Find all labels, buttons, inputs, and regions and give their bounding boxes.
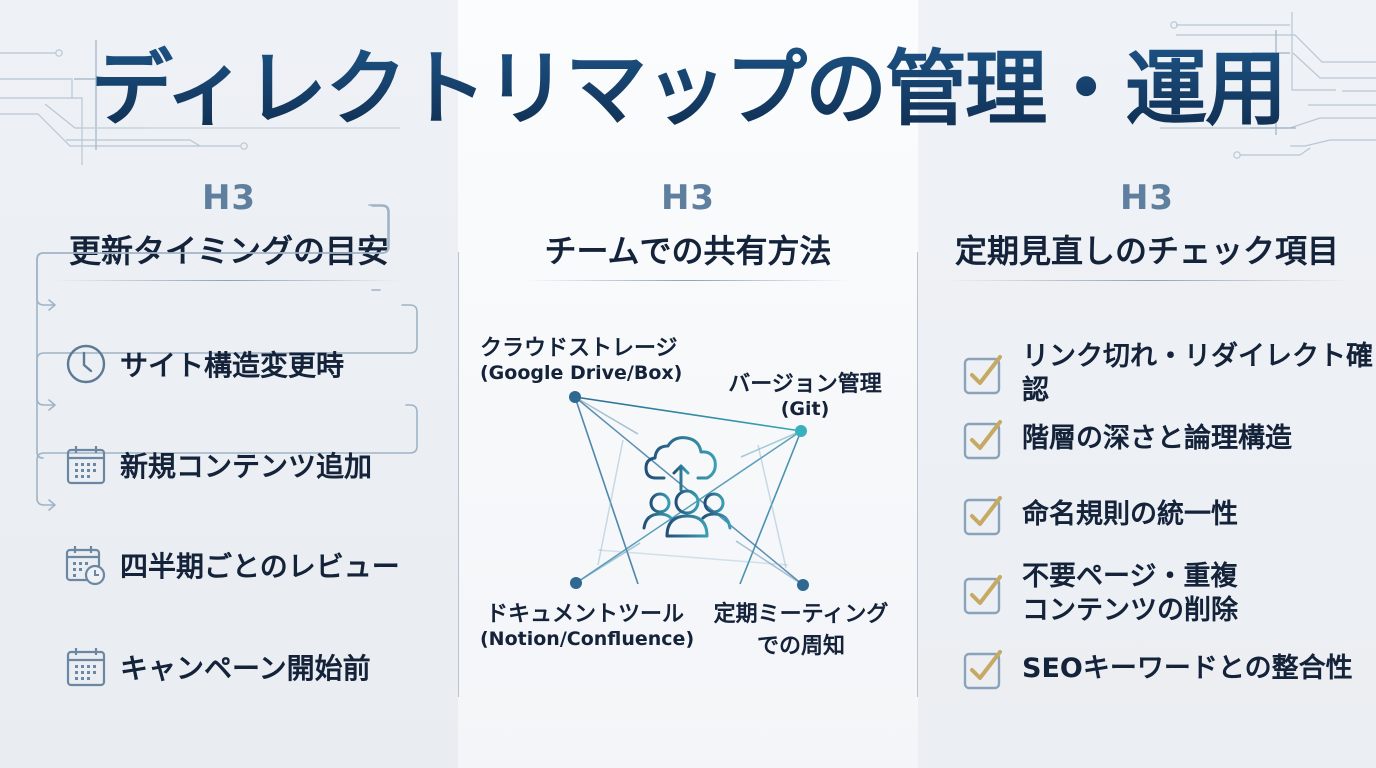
checklist-item-label: SEOキーワードとの整合性 [1022,653,1353,684]
column-divider [917,252,918,697]
calendar-icon [64,645,108,689]
periodic-review-section: H3 定期見直しのチェック項目 リンク切れ・リダイレクト確認 階層の深さと論理構… [918,170,1376,768]
timeline-item: 新規コンテンツ追加 [64,443,372,487]
cloud-upload-team-icon [642,436,732,538]
checkbox-checked-icon [963,496,1002,536]
section-title: チームでの共有方法 [544,232,832,270]
section-rule [56,280,400,281]
calendar-icon [64,443,108,487]
section-h3-label: H3 [660,178,716,218]
page-title: ディレクトリマップの管理・運用 [0,40,1376,140]
checklist-item: 命名規則の統一性 [962,492,1238,538]
sharing-network-diagram [569,391,809,591]
checklist-item: 階層の深さと論理構造 [962,416,1292,462]
network-node-regular-meeting: 定期ミーティング での周知 [713,602,889,659]
section-rule [948,280,1348,281]
checkbox-checked-icon [963,355,1002,395]
checklist-item-label: 不要ページ・重複 コンテンツの削除 [1022,561,1238,626]
clock-icon [64,342,108,386]
section-h3-label: H3 [1119,178,1175,218]
checkbox-checked-icon [963,575,1002,615]
timeline-item-label: サイト構造変更時 [120,349,345,382]
checklist-item: リンク切れ・リダイレクト確認 [962,340,1376,408]
timeline-item-label: キャンペーン開始前 [120,652,371,685]
timeline-item: サイト構造変更時 [64,342,344,386]
timeline-connector [36,204,418,511]
section-title: 更新タイミングの目安 [68,232,389,270]
network-node-version-control: バージョン管理 (Git) [728,372,882,420]
update-timing-section: H3 更新タイミングの目安 サイト構造変更時 新規コンテンツ追加 [0,170,458,768]
timeline-item-label: 新規コンテンツ追加 [120,450,373,483]
checklist-item-label: 命名規則の統一性 [1022,499,1238,530]
timeline-item-label: 四半期ごとのレビュー [120,550,400,583]
timeline-item: 四半期ごとのレビュー [64,543,400,587]
network-node-documentation-tool: ドキュメントツール (Notion/Confluence) [480,602,695,650]
calendar-clock-icon [64,543,108,587]
checklist-item-label: 階層の深さと論理構造 [1022,423,1292,454]
team-sharing-section: H3 チームでの共有方法 [458,170,918,768]
checklist-item: 不要ページ・重複 コンテンツの削除 [962,560,1238,628]
section-rule [528,280,848,281]
checklist-item: SEOキーワードとの整合性 [962,646,1353,692]
network-node-cloud-storage: クラウドストレージ (Google Drive/Box) [480,336,683,384]
section-h3-label: H3 [201,178,257,218]
column-divider [458,252,459,697]
section-title: 定期見直しのチェック項目 [954,232,1339,270]
checklist-item-label: リンク切れ・リダイレクト確認 [1022,341,1373,406]
checkbox-checked-icon [963,650,1002,690]
middle-column-background [458,0,918,768]
checkbox-checked-icon [963,420,1002,460]
timeline-item: キャンペーン開始前 [64,645,371,689]
